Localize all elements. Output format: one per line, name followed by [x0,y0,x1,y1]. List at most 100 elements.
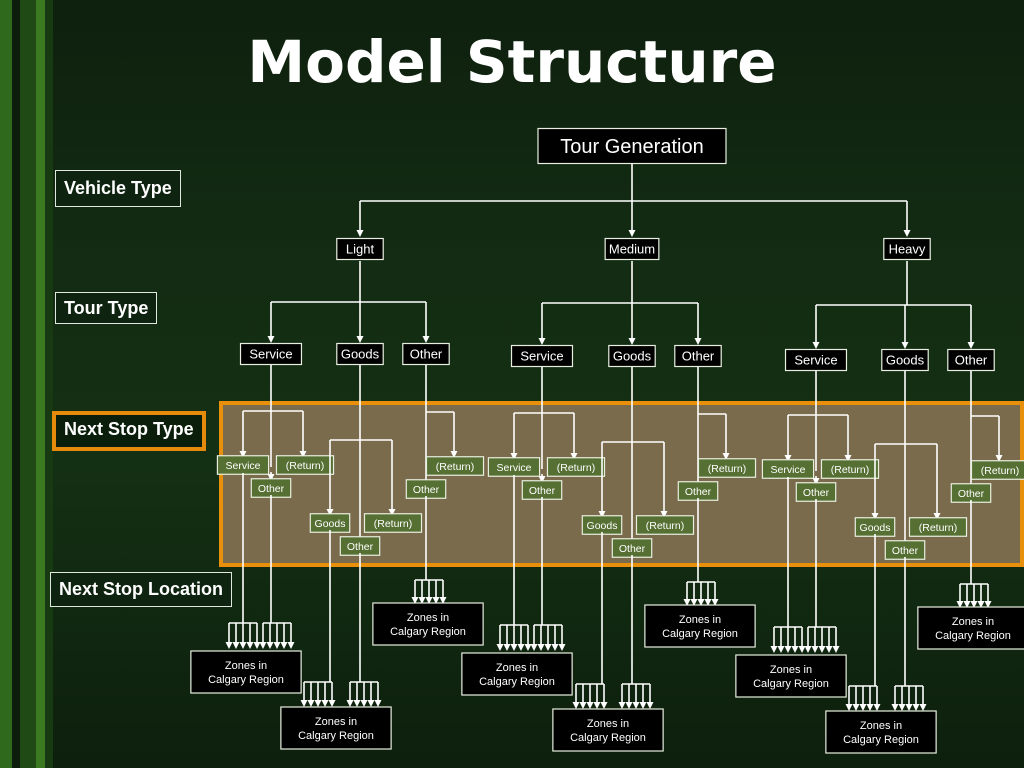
node-stop-return-text: (Return) [708,463,747,475]
arrow-head [360,700,368,707]
node-stop-service-text: Service [496,462,531,474]
arrow-head [367,700,375,707]
node-stop-return [425,456,485,476]
arrow-head [239,642,247,649]
node-tour-service [239,342,303,366]
arrow-head [697,599,705,606]
node-tour-service-text: Service [249,347,292,362]
node-zones-calgary [461,652,573,696]
arrow-head [798,646,806,653]
node-tour-other [402,342,450,366]
node-tour-goods [608,344,656,368]
arrow-head [374,700,382,707]
arrow-head [852,704,860,711]
arrow-head [259,642,267,649]
node-zones-calgary [552,708,664,752]
node-stop-return [908,517,968,537]
arrow-head [901,342,909,349]
node-zones-calgary [372,602,484,646]
arrow-head [711,599,719,606]
node-stop-return-text: (Return) [436,461,475,473]
arrow-head [326,509,334,516]
node-zones-calgary-text: Calgary Region [662,628,738,640]
node-tour-service [784,348,848,372]
arrow-head [321,700,329,707]
arrow-head [598,511,606,518]
level-label-tour-type: Tour Type [55,292,158,324]
arrow-head [845,704,853,711]
node-zones-calgary-text: Zones in [679,614,721,626]
arrow-head [804,646,812,653]
arrow-head [811,646,819,653]
node-vehicle-light [336,237,384,261]
arrow-head [832,646,840,653]
arrow-head [496,644,504,651]
node-zones-calgary-text: Calgary Region [208,674,284,686]
arrow-head [246,642,254,649]
level-label-next-stop-type: Next Stop Type [52,411,206,451]
arrow-head [912,704,920,711]
decor-stripe [0,0,12,768]
node-vehicle-heavy [883,237,931,261]
arrow-head [510,453,518,460]
arrow-head [346,700,354,707]
node-tour-goods-text: Goods [341,347,380,362]
arrow-head [314,700,322,707]
arrow-head [432,597,440,604]
node-stop-return [970,460,1024,480]
node-zones-calgary [917,606,1024,650]
arrow-head [812,478,820,485]
node-stop-return [820,459,880,479]
node-stop-return [363,513,423,533]
arrow-head [859,704,867,711]
arrow-head [777,646,785,653]
decor-stripe [12,0,20,768]
node-tour-service-text: Service [520,349,563,364]
arrow-head [538,476,546,483]
arrow-head [977,601,985,608]
node-zones-calgary [825,710,937,754]
node-zones-calgary-text: Calgary Region [298,730,374,742]
node-stop-return-text: (Return) [374,518,413,530]
arrow-head [784,646,792,653]
node-stop-return-text: (Return) [831,464,870,476]
node-zones-calgary-text: Zones in [770,664,812,676]
arrow-head [544,644,552,651]
node-tour-other [674,344,722,368]
arrow-head [970,601,978,608]
arrow-head [524,644,532,651]
node-stop-return-text: (Return) [646,520,685,532]
arrow-head [812,342,820,349]
arrow-head [660,511,668,518]
decor-stripe [45,0,53,768]
node-tour-goods-text: Goods [886,353,925,368]
arrow-head [422,336,430,343]
node-zones-calgary-text: Calgary Region [390,626,466,638]
node-stop-return-text: (Return) [557,462,596,474]
slide-title: Model Structure [247,28,777,96]
arrow-head [984,601,992,608]
node-stop-other-text: Other [347,541,374,553]
arrow-head [239,451,247,458]
node-tour-service [510,344,574,368]
arrow-head [963,601,971,608]
node-stop-other-text: Other [685,486,712,498]
arrow-head [299,451,307,458]
node-stop-service-text: Service [225,460,260,472]
node-zones-calgary-text: Zones in [407,612,449,624]
arrow-head [770,646,778,653]
arrow-head [618,702,626,709]
node-zones-calgary-text: Zones in [496,662,538,674]
arrow-head [905,704,913,711]
arrow-head [510,644,518,651]
node-vehicle-light-text: Light [346,242,375,257]
arrow-head [791,646,799,653]
arrow-head [267,474,275,481]
node-zones-calgary [735,654,847,698]
node-zones-calgary-text: Calgary Region [753,678,829,690]
node-stop-return-text: (Return) [919,522,958,534]
node-zones-calgary-text: Calgary Region [479,676,555,688]
arrow-head [919,704,927,711]
arrow-head [628,230,636,237]
